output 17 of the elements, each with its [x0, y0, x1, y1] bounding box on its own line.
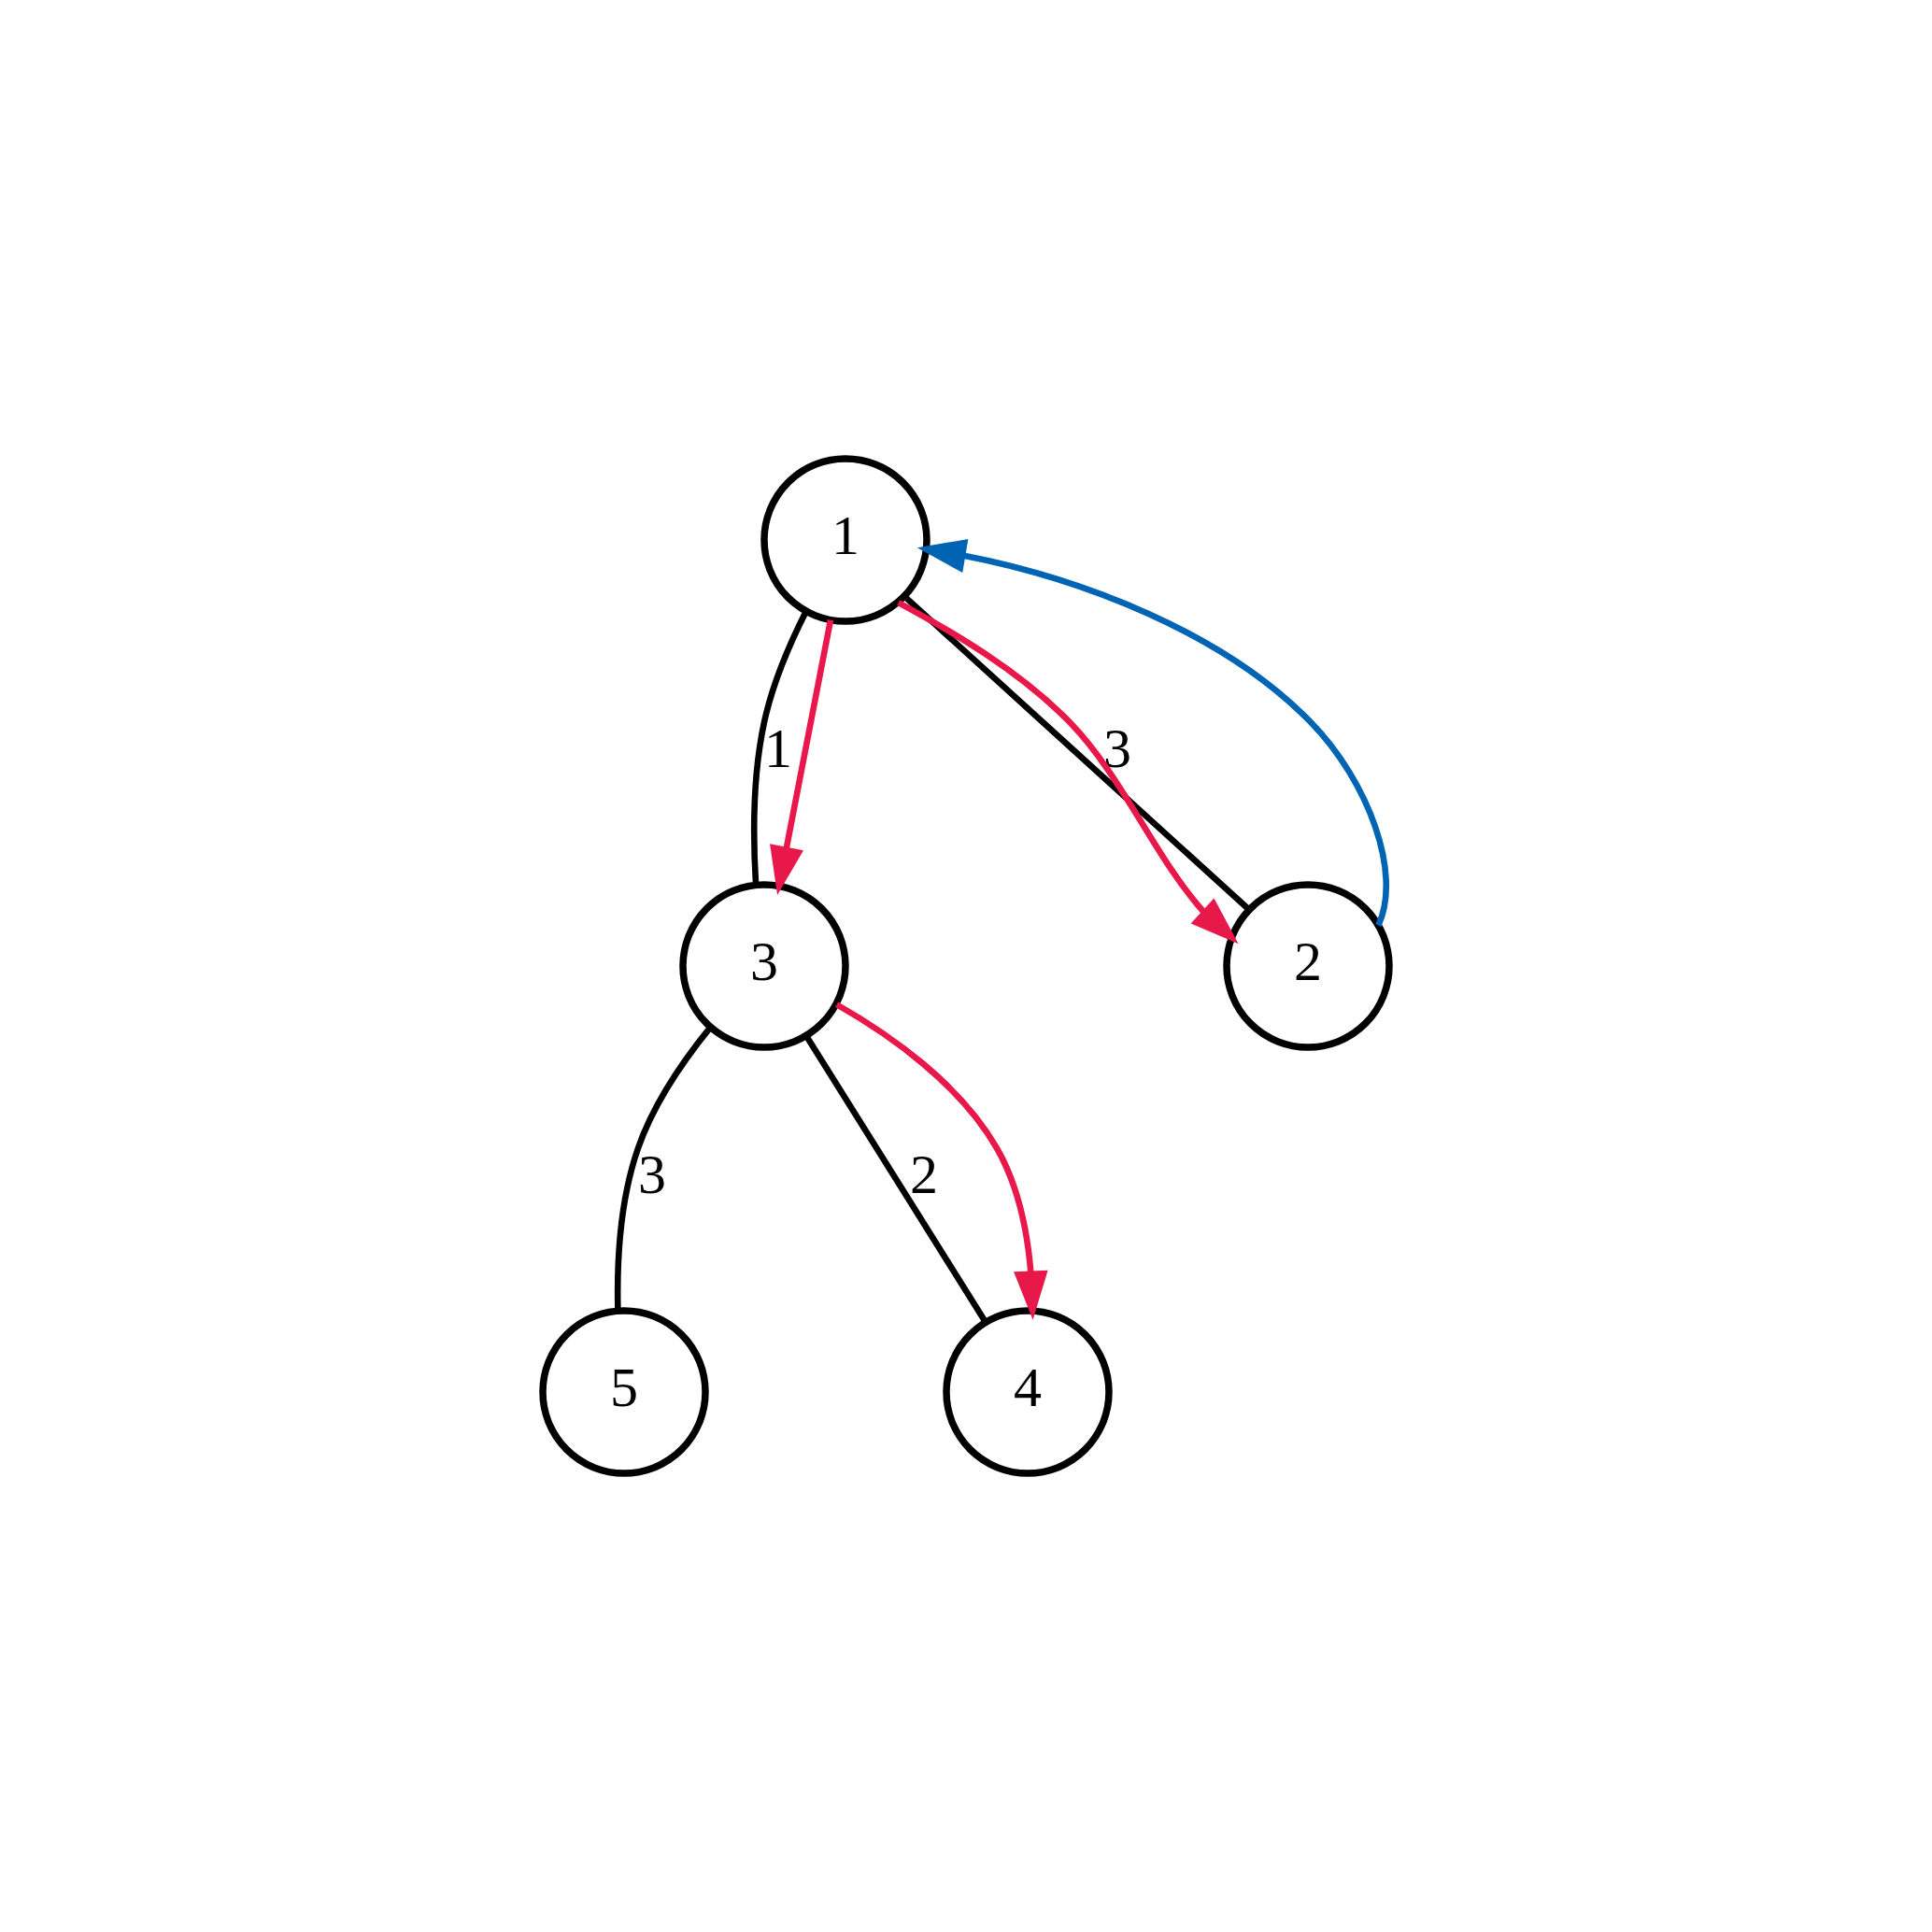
connector	[614, 1025, 714, 1311]
node-circle: 3	[679, 881, 849, 1051]
edge-label: 3	[1103, 717, 1131, 779]
connector	[803, 1034, 988, 1324]
edge-label: 1	[764, 717, 792, 779]
edge-label: 2	[910, 1144, 938, 1205]
node-circle: 1	[760, 455, 930, 625]
arrow	[897, 600, 1239, 945]
node-circle: 5	[539, 1307, 709, 1477]
arrow	[916, 538, 1389, 927]
connector	[902, 594, 1251, 912]
arrow	[770, 618, 834, 896]
edge-label: 3	[638, 1144, 666, 1205]
connector	[750, 610, 809, 885]
node-circle: 2	[1223, 881, 1393, 1051]
arrow	[834, 1002, 1048, 1320]
node-circle: 4	[943, 1307, 1113, 1477]
